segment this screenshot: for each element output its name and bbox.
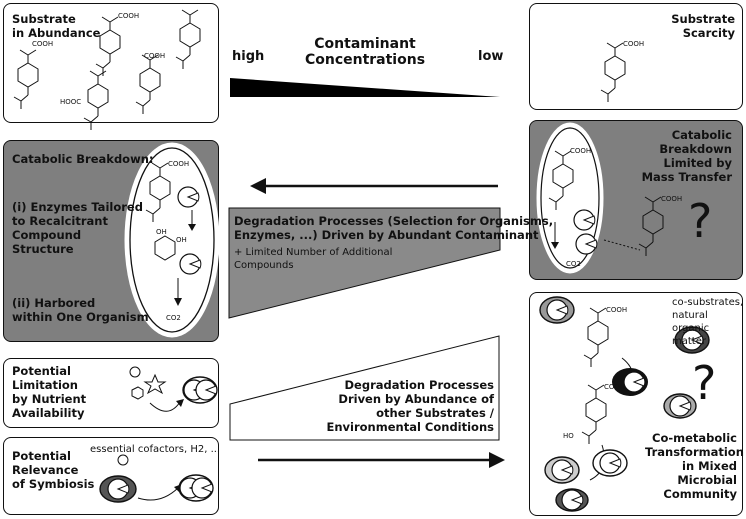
hooc-label: HOOC	[60, 98, 82, 106]
abundant-trapezoid	[228, 207, 501, 319]
oh-label: OH	[156, 228, 167, 236]
mass-transfer-question: ?	[688, 194, 713, 248]
substrate-scarcity-title: Substrate Scarcity	[671, 12, 735, 40]
enzyme-icon	[179, 253, 202, 275]
enzyme-icon	[573, 209, 596, 231]
cooh-label: COOH	[604, 383, 626, 391]
symbiosis-note: essential cofactors, H2, ...	[90, 444, 221, 455]
enzyme-icon	[177, 186, 200, 208]
degradation-abundant-extra: + Limited Number of Additional Compounds	[234, 247, 393, 271]
high-label: high	[232, 49, 265, 64]
enzyme-icon	[561, 489, 584, 511]
enzyme-icon	[599, 452, 622, 474]
enzyme-icon	[669, 395, 692, 417]
nutrient-title: Potential Limitation by Nutrient Availab…	[12, 364, 87, 420]
symbiosis-box	[3, 437, 219, 515]
mass-transfer-title: Catabolic Breakdown Limited by Mass Tran…	[641, 128, 732, 184]
co2-label: CO2	[166, 314, 181, 322]
concentration-wedge	[230, 78, 500, 97]
co2-label: CO2	[566, 260, 581, 268]
other-trapezoid	[229, 335, 500, 441]
cometabolic-title: Co-metabolic Transformation in Mixed Mic…	[645, 431, 744, 501]
enzyme-icon	[551, 459, 574, 481]
symbiosis-title: Potential Relevance of Symbiosis	[12, 449, 95, 491]
oh-label: OH	[176, 236, 187, 244]
molecule-icon	[135, 54, 161, 115]
molecule-icon	[175, 9, 201, 70]
cooh-label: COOH	[623, 40, 645, 48]
molecule-icon	[600, 42, 626, 103]
molecule-icon	[581, 384, 607, 445]
low-label: low	[478, 49, 504, 64]
degradation-abundant-title: Degradation Processes (Selection for Org…	[234, 214, 554, 242]
cooh-label: COOH	[661, 195, 683, 203]
cooh-label: COOH	[118, 12, 140, 20]
cooh-label: COOH	[606, 306, 628, 314]
enzyme-icon	[107, 478, 130, 500]
enzyme-icon	[546, 299, 569, 321]
catabolic-point2: (ii) Harbored within One Organism	[12, 296, 149, 324]
enzyme-icon	[623, 371, 646, 393]
catabolic-point1: (i) Enzymes Tailored to Recalcitrant Com…	[12, 200, 143, 256]
molecule-icon	[638, 196, 664, 257]
substrate-abundance-title: Substrate in Abundance	[12, 12, 101, 40]
cooh-label: COOH	[144, 52, 166, 60]
enzyme-icon	[575, 233, 598, 255]
substrate-scarcity-box	[529, 3, 743, 110]
enzyme-icon	[195, 379, 218, 401]
cooh-label: COOH	[168, 160, 190, 168]
cooh-label: COOH	[32, 40, 54, 48]
ho-label: HO	[563, 432, 574, 440]
catabolic-title: Catabolic Breakdown:	[12, 152, 154, 166]
molecule-icon	[83, 70, 109, 131]
cooh-label: COOH	[570, 147, 592, 155]
molecule-icon	[583, 307, 609, 368]
enzyme-icon	[191, 477, 214, 499]
molecule-icon	[13, 49, 39, 110]
cosubstrates-label: co-substrates, natural organic matter	[672, 297, 744, 347]
concentration-title: Contaminant Concentrations	[304, 36, 426, 68]
cometabolic-question: ?	[692, 356, 717, 410]
degradation-other-title: Degradation Processes Driven by Abundanc…	[326, 378, 495, 434]
